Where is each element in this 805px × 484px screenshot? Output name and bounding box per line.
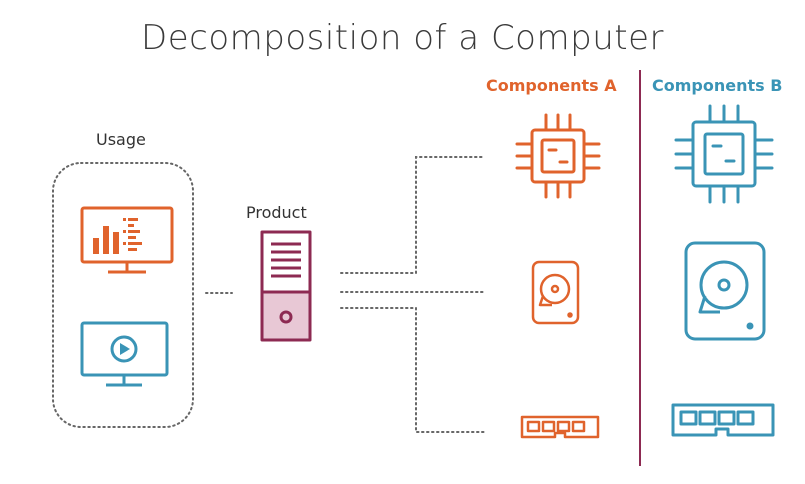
components-a-label: Components A bbox=[486, 76, 617, 95]
cpu-chip-icon bbox=[515, 113, 601, 199]
product-component-connectors bbox=[340, 156, 485, 433]
diagram-title: Decomposition of a Computer bbox=[141, 18, 664, 58]
product-label: Product bbox=[246, 203, 307, 222]
tower-server-icon bbox=[260, 230, 312, 342]
ram-module-icon bbox=[671, 403, 775, 437]
connector-to-ram bbox=[340, 307, 485, 433]
usage-group-box bbox=[52, 162, 194, 428]
connector-to-cpu bbox=[340, 156, 485, 274]
monitor-chart-icon bbox=[80, 206, 174, 274]
monitor-video-icon bbox=[80, 321, 169, 387]
hard-drive-icon bbox=[684, 241, 766, 341]
components-b-label: Components B bbox=[652, 76, 783, 95]
usage-label: Usage bbox=[96, 130, 146, 149]
hard-drive-icon bbox=[531, 260, 580, 325]
ram-module-icon bbox=[520, 415, 600, 439]
cpu-chip-icon bbox=[674, 104, 774, 204]
